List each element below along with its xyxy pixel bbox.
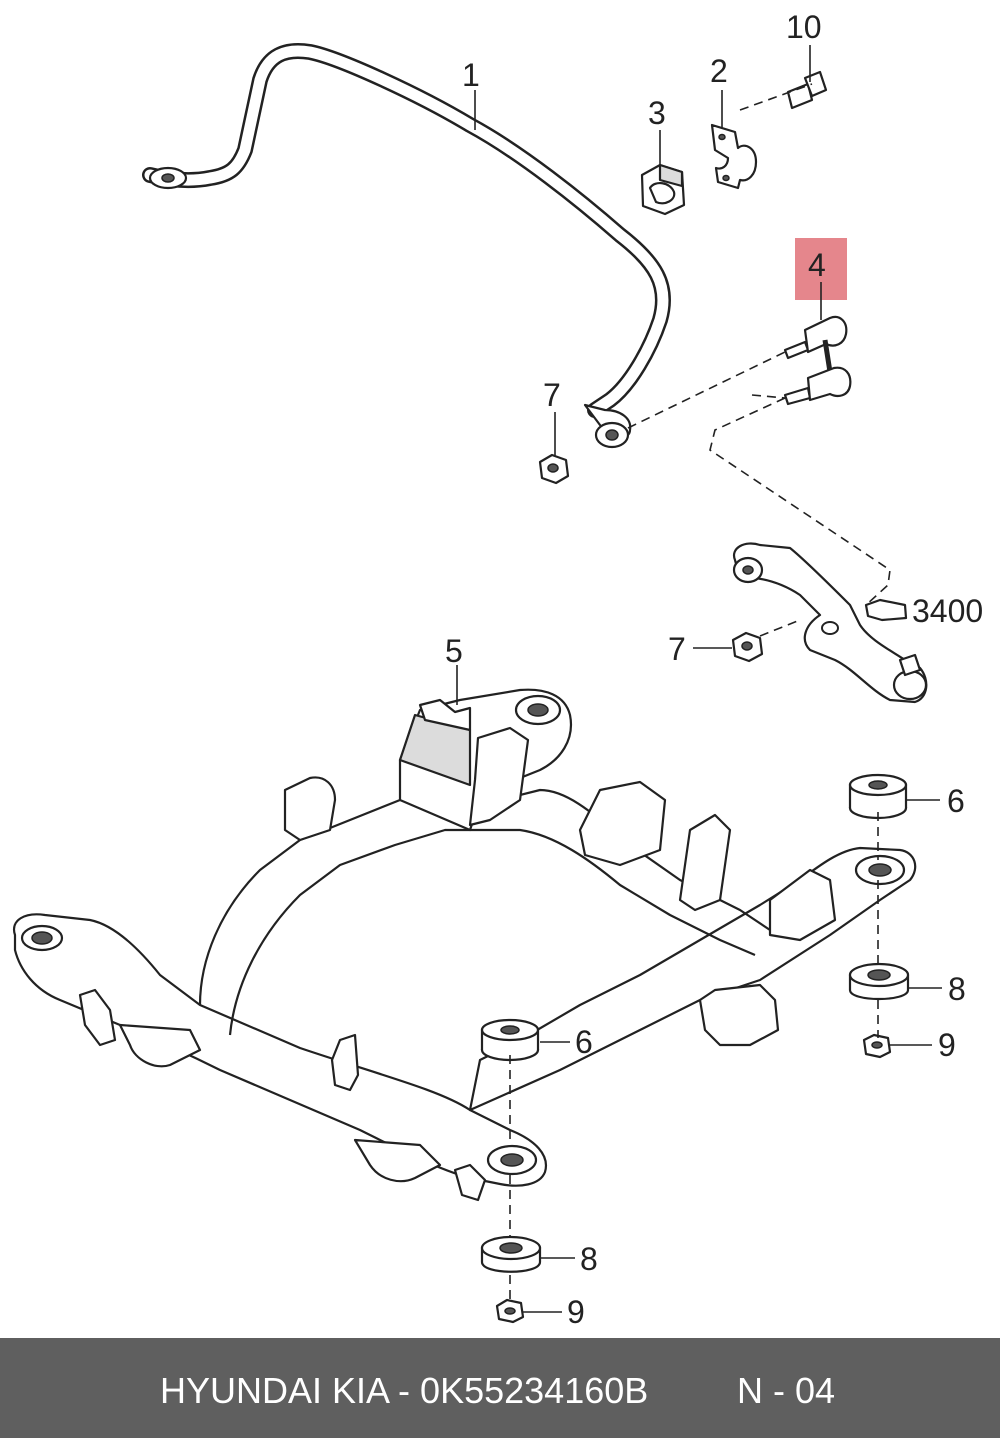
callout-9-center: 9 [567, 1294, 585, 1330]
mount-lower-center [480, 1235, 542, 1273]
callout-8-right: 8 [948, 971, 966, 1007]
bushing-bracket [710, 123, 758, 190]
callout-7-upper: 7 [543, 377, 561, 413]
callout-3: 3 [648, 95, 666, 131]
parts-diagram: 1 2 3 4 5 6 6 7 7 8 8 9 9 10 3400 [12, 9, 983, 1330]
nut-center [495, 1298, 525, 1324]
nut-lower [731, 631, 764, 663]
bracket-bolt [786, 70, 828, 110]
callout-9-right: 9 [938, 1027, 956, 1063]
nut-right [862, 1033, 892, 1059]
callout-6-center: 6 [575, 1024, 593, 1060]
sub-frame [12, 688, 917, 1202]
mount-upper-center [480, 1018, 540, 1062]
callout-4: 4 [808, 247, 826, 283]
callout-1: 1 [462, 57, 480, 93]
reference-3400: 3400 [912, 593, 983, 629]
mount-lower-right [848, 962, 910, 1001]
nut-upper [538, 453, 570, 485]
footer-bar: HYUNDAI KIA - 0K55234160B N - 04 [0, 1338, 1000, 1438]
callout-10: 10 [786, 9, 822, 45]
page-label: N - 04 [737, 1370, 836, 1411]
callout-7-lower: 7 [668, 631, 686, 667]
callout-6-right: 6 [947, 783, 965, 819]
callout-5: 5 [445, 633, 463, 669]
stabilizer-link [783, 238, 852, 406]
callout-2: 2 [710, 53, 728, 89]
part-number-label: HYUNDAI KIA - 0K55234160B [160, 1370, 649, 1411]
stabilizer-bushing [640, 163, 686, 216]
mount-upper-right [848, 773, 908, 820]
lower-control-arm [732, 542, 928, 704]
callout-8-center: 8 [580, 1241, 598, 1277]
stabilizer-bar [142, 43, 672, 449]
